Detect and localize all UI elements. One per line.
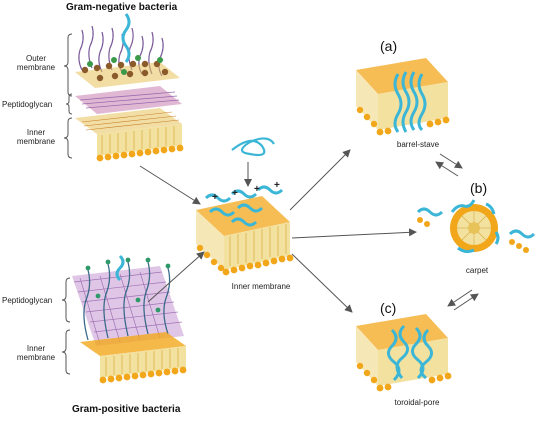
center-charge: +: [254, 184, 260, 195]
center-membrane-label: Inner membrane: [231, 282, 291, 291]
gn-outer-membrane-label: Outer membrane: [16, 54, 56, 72]
gp-peptidoglycan-label: Peptidoglycan: [2, 296, 53, 305]
toroidal-pore-label: toroidal-pore: [394, 398, 440, 407]
gram-positive-brackets: [61, 277, 71, 375]
gram-positive-membrane: [72, 254, 187, 384]
mechanism-a-letter: (a): [380, 38, 398, 54]
gram-negative-membrane: [75, 13, 184, 162]
gram-negative-title: Gram-negative bacteria: [66, 2, 178, 13]
carpet-label: carpet: [465, 266, 489, 275]
flow-arrows: [139, 149, 479, 313]
barrel-stave-label: barrel-stave: [396, 140, 440, 149]
center-charge: +: [232, 188, 238, 199]
gram-positive-title: Gram-positive bacteria: [72, 404, 181, 415]
barrel-stave-membrane: [356, 58, 450, 136]
gram-negative-brackets: [63, 33, 73, 159]
gp-inner-membrane-label: Inner membrane: [16, 344, 56, 362]
mechanism-b-letter: (b): [470, 180, 488, 196]
carpet-micelle: [416, 199, 536, 254]
center-membrane: [196, 137, 294, 276]
center-charge: +: [274, 180, 280, 191]
gn-peptidoglycan-label: Peptidoglycan: [2, 100, 53, 109]
mechanism-c-letter: (c): [380, 300, 397, 316]
toroidal-pore-membrane: [356, 314, 452, 392]
center-charge: +: [212, 192, 218, 203]
gn-inner-membrane-label: Inner membrane: [16, 128, 56, 146]
